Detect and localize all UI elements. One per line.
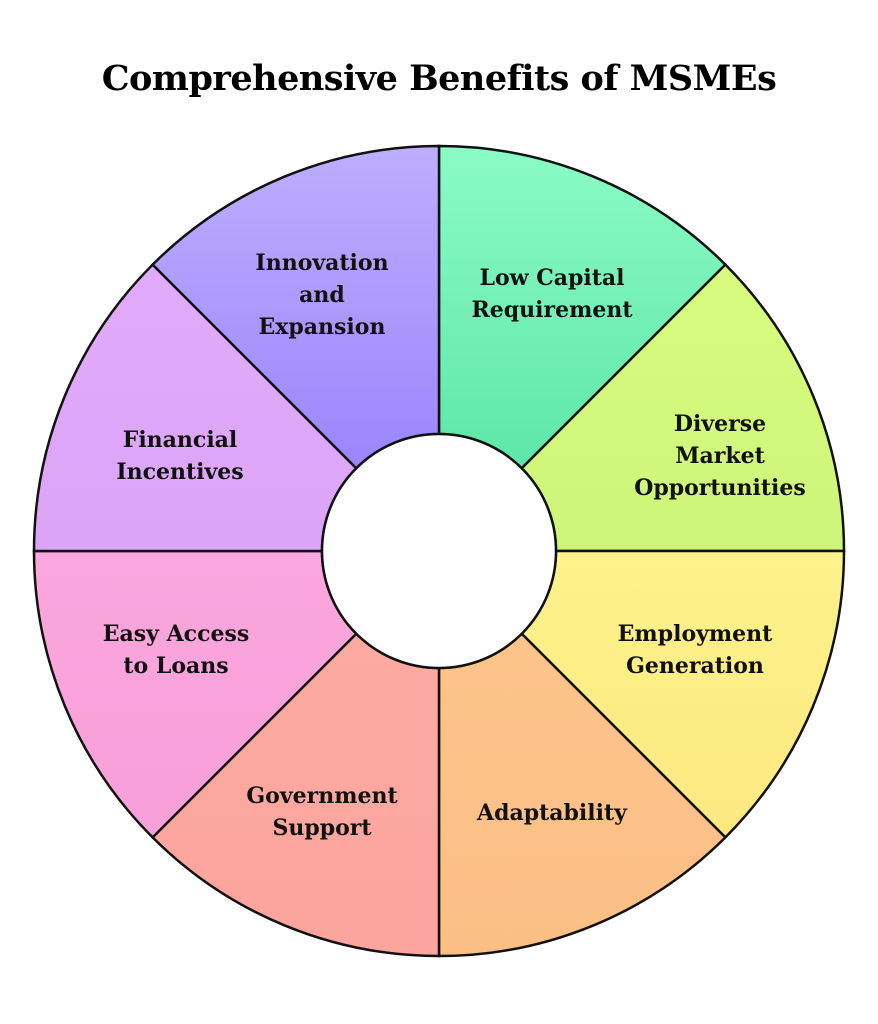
segment-label-line: Employment: [618, 621, 774, 647]
segment-label-line: Government: [246, 783, 398, 809]
segment-label-line: Generation: [626, 653, 764, 679]
segment-label-line: Adaptability: [476, 800, 628, 826]
segment-label-line: Easy Access: [103, 621, 249, 647]
center-hole: [320, 432, 558, 670]
segment-label: Adaptability: [476, 800, 628, 826]
segment-label-line: Diverse: [674, 411, 766, 437]
segment-label: Easy Access to Loans: [103, 621, 249, 679]
diagram-title: Comprehensive Benefits of MSMEs: [101, 58, 777, 99]
segment-label-line: Financial: [123, 427, 238, 453]
segment-label-line: Low Capital: [479, 265, 624, 291]
segment-label-line: to Loans: [123, 653, 228, 679]
segment-label-line: Expansion: [259, 314, 386, 340]
segment-label-line: and: [299, 282, 345, 308]
segment-label-line: Support: [272, 815, 372, 841]
segment-label-line: Market: [675, 443, 765, 469]
segment-label-line: Requirement: [471, 297, 633, 323]
segment-label-line: Opportunities: [634, 475, 806, 501]
segment-label-line: Incentives: [116, 459, 243, 485]
segment-label-line: Innovation: [255, 250, 388, 276]
